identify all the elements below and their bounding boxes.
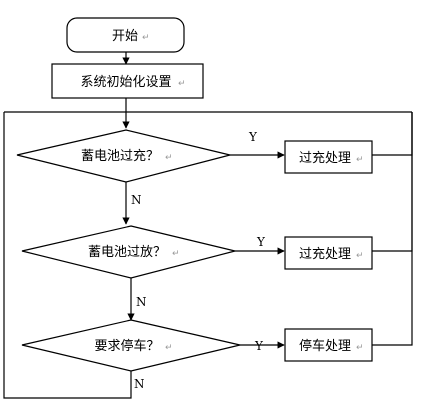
process-overdischarge: 过充处理 ↵ [284,236,373,270]
branch-label-yes: Y [248,130,258,144]
paragraph-mark: ↵ [356,155,364,165]
paragraph-mark: ↵ [165,343,173,353]
paragraph-mark: ↵ [165,153,173,163]
loop-back-line [3,112,132,399]
decision-overcharge-label: 蓄电池过充？ [81,148,159,164]
branch-label-no: N [131,193,142,207]
decision-stop: 要求停车？ ↵ [21,319,241,372]
connector-process1-return [372,112,413,156]
branch-label-yes: Y [254,339,264,353]
connector-process3-return [372,112,413,346]
process-stop-label: 停车处理 [299,338,351,354]
paragraph-mark: ↵ [172,249,180,259]
decision-overdischarge: 蓄电池过放？ ↵ [21,225,236,279]
branch-label-yes: Y [256,235,266,249]
process-overcharge: 过充处理 ↵ [284,140,373,174]
process-overcharge-label: 过充处理 [299,150,351,166]
decision-overcharge: 蓄电池过充？ ↵ [16,129,231,183]
paragraph-mark: ↵ [356,251,364,261]
decision-stop-label: 要求停车？ [94,338,159,354]
start-node: 开始 ↵ [66,17,185,53]
decision-overdischarge-label: 蓄电池过放？ [88,245,166,260]
process-overdischarge-label: 过充处理 [299,246,351,262]
paragraph-mark: ↵ [178,79,186,89]
paragraph-mark: ↵ [142,33,150,43]
init-node: 系统初始化设置 ↵ [51,63,204,99]
branch-label-no: N [134,377,145,391]
connector-process2-return [372,112,413,252]
process-stop: 停车处理 ↵ [284,328,373,362]
paragraph-mark: ↵ [356,343,364,353]
branch-label-no: N [136,295,147,309]
init-node-label: 系统初始化设置 [80,75,171,90]
start-node-label: 开始 [112,29,138,44]
